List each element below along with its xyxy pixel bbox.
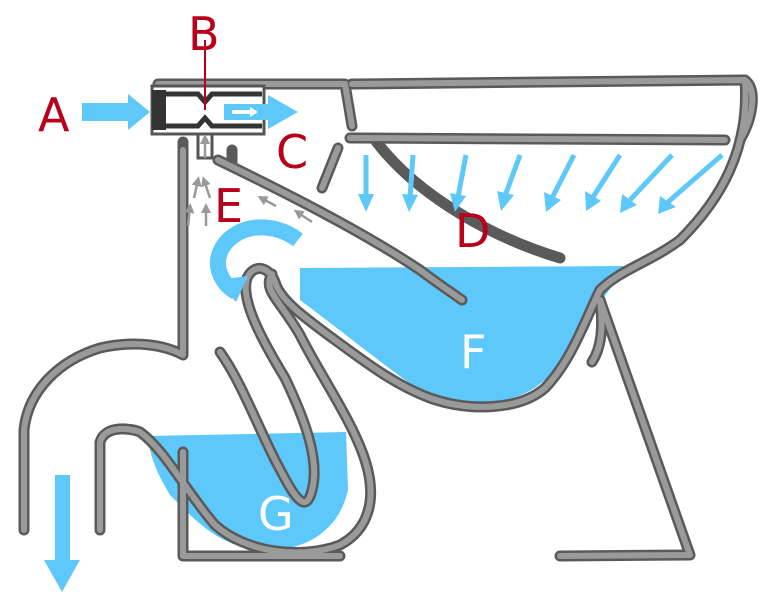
drain-outflow-arrow <box>44 475 80 592</box>
label-c: C <box>276 125 308 179</box>
label-g: G <box>258 487 294 541</box>
label-f: F <box>460 325 486 379</box>
label-a: A <box>38 88 70 142</box>
bowl-water-f <box>300 266 628 402</box>
valve-outflow-arrow <box>224 95 298 129</box>
label-b: B <box>188 7 220 61</box>
label-e: E <box>214 179 243 233</box>
rim-wash-arrows <box>358 153 724 214</box>
inflow-arrow <box>82 94 150 130</box>
toilet-walls <box>18 74 758 562</box>
trap-water-g <box>148 432 348 551</box>
valve-inner-arrow <box>232 107 258 117</box>
label-d: D <box>455 204 490 258</box>
air-flow-arrows <box>184 134 313 227</box>
water-flow-arrows <box>44 94 298 592</box>
swirl-arrow <box>210 219 303 302</box>
